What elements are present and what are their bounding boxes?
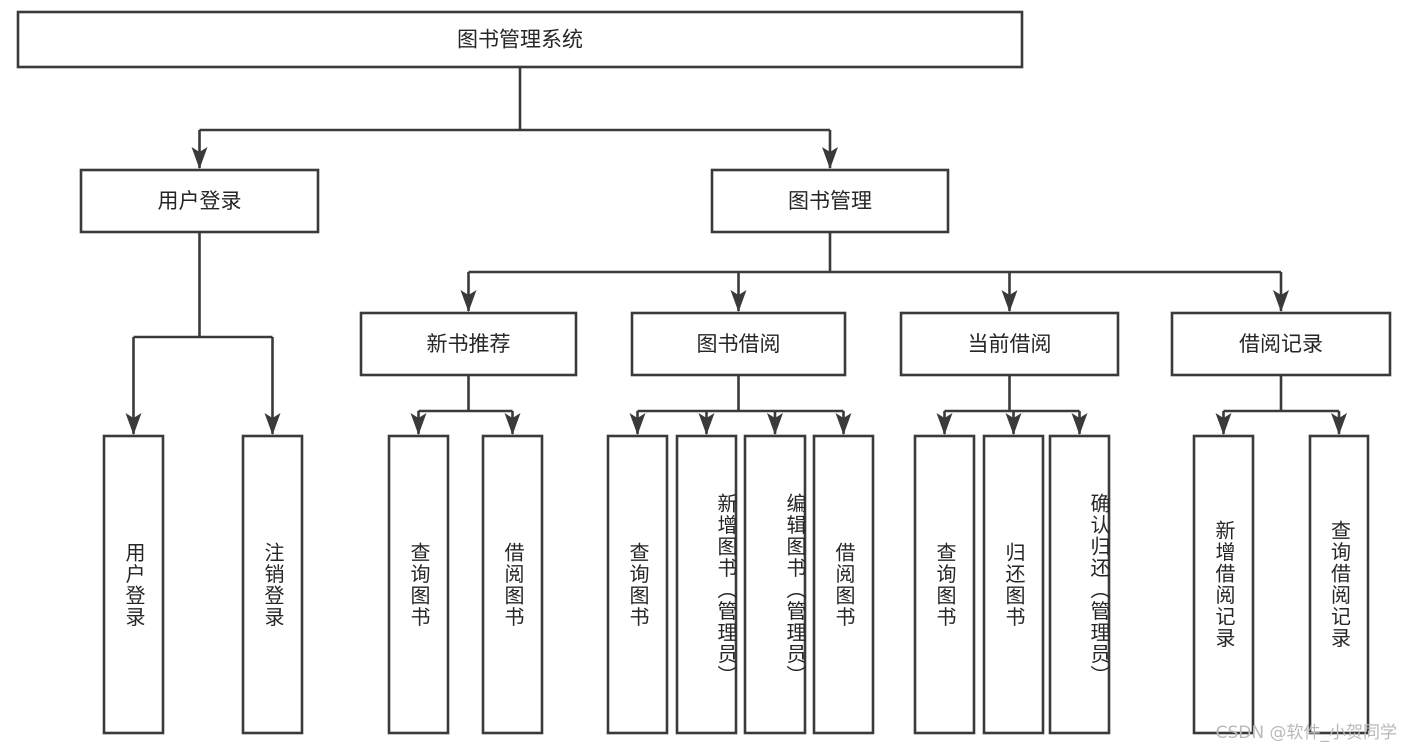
- node-root-label: 图书管理系统: [457, 28, 583, 52]
- arrow-head-icon: [629, 413, 646, 435]
- node-level3-3[interactable]: 借阅记录: [1170, 311, 1392, 377]
- node-leaf-5[interactable]: [675, 434, 738, 735]
- node-leaf-12[interactable]: [1308, 434, 1370, 735]
- csdn-watermark: CSDN @软件_小贺同学: [1215, 723, 1397, 743]
- node-leaf-11-rect: [1192, 434, 1255, 735]
- node-root-rect: [16, 10, 1024, 69]
- node-level3-3-rect: [1170, 311, 1392, 377]
- arrow-head-icon: [835, 413, 852, 435]
- arrow-head-icon: [1071, 413, 1088, 435]
- node-level3-1-label: 图书借阅: [697, 332, 781, 356]
- arrow-head-icon: [191, 147, 208, 169]
- node-leaf-1[interactable]: [241, 434, 304, 735]
- edges-layer: [125, 67, 1347, 435]
- node-leaf-11[interactable]: [1192, 434, 1255, 735]
- node-leaf-0-rect: [102, 434, 165, 735]
- arrow-head-icon: [410, 413, 427, 435]
- node-leaf-12-rect: [1308, 434, 1370, 735]
- node-leaf-8-rect: [913, 434, 976, 735]
- node-leaf-1-rect: [241, 434, 304, 735]
- arrow-head-icon: [1001, 290, 1018, 312]
- node-leaf-7-rect: [812, 434, 875, 735]
- node-level3-3-label: 借阅记录: [1239, 332, 1323, 356]
- node-level2-1-rect: [710, 168, 950, 234]
- arrow-head-icon: [1331, 413, 1347, 435]
- node-leaf-4-rect: [606, 434, 669, 735]
- node-leaf-3-rect: [481, 434, 544, 735]
- node-level3-1[interactable]: 图书借阅: [630, 311, 847, 377]
- arrow-head-icon: [936, 413, 953, 435]
- node-level3-2-rect: [899, 311, 1120, 377]
- node-level3-1-rect: [630, 311, 847, 377]
- arrow-head-icon: [125, 413, 142, 435]
- arrow-head-icon: [1273, 290, 1289, 312]
- node-level3-2-label: 当前借阅: [968, 332, 1052, 356]
- arrow-head-icon: [822, 147, 838, 169]
- node-leaf-8[interactable]: [913, 434, 976, 735]
- node-root[interactable]: 图书管理系统: [16, 10, 1024, 69]
- node-level2-0-rect: [79, 168, 320, 234]
- node-level2-0-label: 用户登录: [158, 189, 242, 213]
- arrow-head-icon: [730, 290, 747, 312]
- node-level2-0[interactable]: 用户登录: [79, 168, 320, 234]
- arrow-head-icon: [1215, 413, 1232, 435]
- arrow-head-icon: [460, 290, 477, 312]
- node-leaf-4[interactable]: [606, 434, 669, 735]
- node-level2-1-label: 图书管理: [788, 189, 872, 213]
- node-leaf-0[interactable]: [102, 434, 165, 735]
- node-leaf-9-rect: [982, 434, 1045, 735]
- node-leaf-2[interactable]: [387, 434, 450, 735]
- node-leaf-6[interactable]: [743, 434, 807, 735]
- node-leaf-5-rect: [675, 434, 738, 735]
- arrow-head-icon: [698, 413, 715, 435]
- node-leaf-10[interactable]: [1048, 434, 1111, 735]
- node-leaf-9[interactable]: [982, 434, 1045, 735]
- node-level3-0[interactable]: 新书推荐: [359, 311, 578, 377]
- node-leaf-2-rect: [387, 434, 450, 735]
- arrow-head-icon: [264, 413, 281, 435]
- node-level2-1[interactable]: 图书管理: [710, 168, 950, 234]
- node-leaf-7[interactable]: [812, 434, 875, 735]
- arrow-head-icon: [767, 413, 783, 435]
- node-leaf-6-rect: [743, 434, 807, 735]
- node-level3-2[interactable]: 当前借阅: [899, 311, 1120, 377]
- arrow-head-icon: [1005, 413, 1022, 435]
- node-level3-0-label: 新书推荐: [427, 332, 511, 356]
- arrow-head-icon: [504, 413, 521, 435]
- node-level3-0-rect: [359, 311, 578, 377]
- node-leaf-10-rect: [1048, 434, 1111, 735]
- node-leaf-3[interactable]: [481, 434, 544, 735]
